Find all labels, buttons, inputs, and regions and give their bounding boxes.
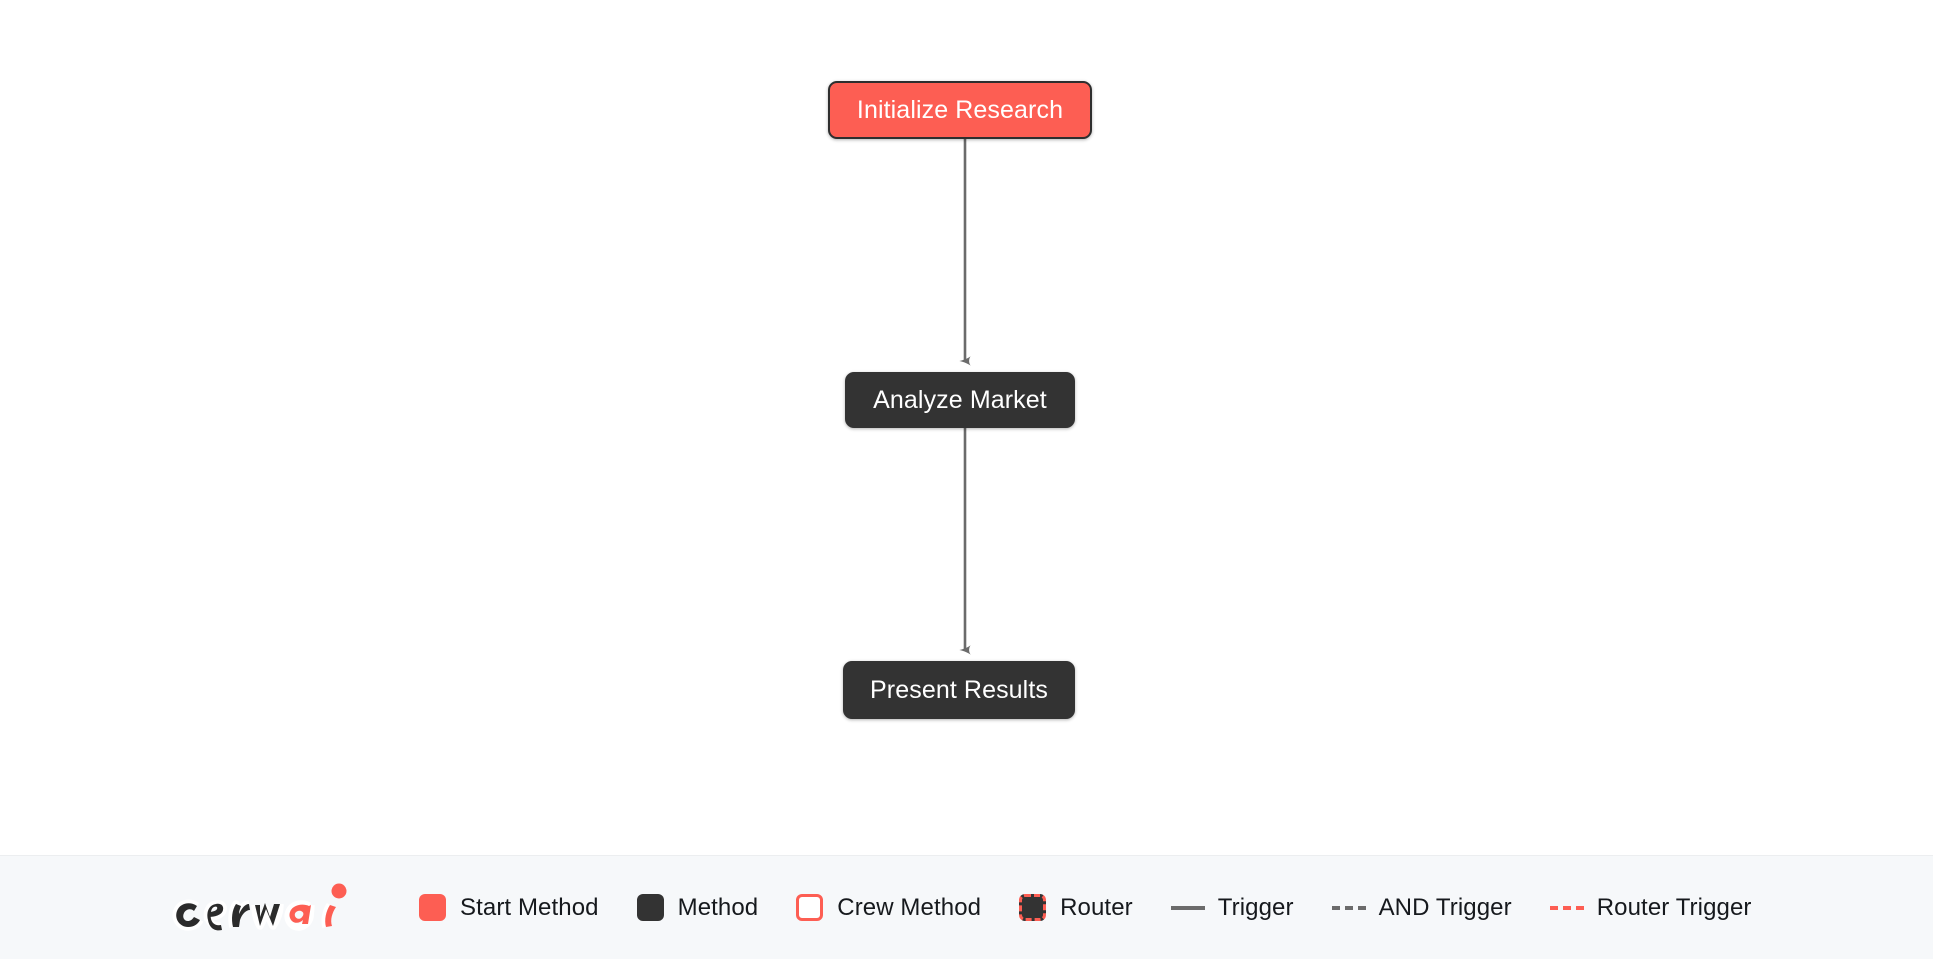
- flow-node-label: Analyze Market: [873, 385, 1047, 414]
- method-swatch-icon: [636, 894, 664, 921]
- flow-node-initialize-research[interactable]: Initialize Research: [828, 81, 1092, 139]
- router-swatch-icon: [1019, 894, 1047, 921]
- legend-item-trigger: Trigger: [1170, 893, 1294, 921]
- legend-item-label: Router: [1060, 893, 1133, 921]
- legend-item-and-trigger: AND Trigger: [1331, 893, 1512, 921]
- crew-method-swatch-icon: [796, 894, 824, 921]
- legend-item-label: Crew Method: [837, 893, 982, 921]
- flow-canvas[interactable]: Initialize Research Analyze Market Prese…: [0, 0, 1933, 855]
- flow-node-label: Present Results: [870, 675, 1048, 704]
- trigger-line-icon: [1170, 905, 1205, 910]
- legend-item-router-trigger: Router Trigger: [1549, 893, 1752, 921]
- legend-item-crew-method: Crew Method: [796, 894, 981, 921]
- start-method-swatch-icon: [419, 894, 446, 921]
- legend-item-method: Method: [636, 893, 759, 921]
- legend-bar: Start Method Method Crew Method Router T…: [0, 855, 1933, 959]
- legend-item-label: Trigger: [1217, 893, 1294, 921]
- legend-item-router: Router: [1019, 894, 1133, 921]
- legend-item-label: AND Trigger: [1378, 893, 1512, 921]
- crewai-logo: [172, 883, 347, 931]
- legend-item-label: Router Trigger: [1596, 893, 1752, 921]
- legend-item-start-method: Start Method: [419, 894, 599, 921]
- flow-node-label: Initialize Research: [856, 95, 1064, 124]
- legend-item-label: Method: [677, 893, 759, 921]
- legend-items: Start Method Method Crew Method Router T…: [419, 894, 1933, 921]
- flow-node-analyze-market[interactable]: Analyze Market: [845, 372, 1075, 428]
- router-trigger-line-icon: [1549, 905, 1584, 910]
- legend-item-label: Start Method: [460, 893, 599, 921]
- and-trigger-line-icon: [1331, 905, 1366, 910]
- flow-node-present-results[interactable]: Present Results: [843, 661, 1075, 719]
